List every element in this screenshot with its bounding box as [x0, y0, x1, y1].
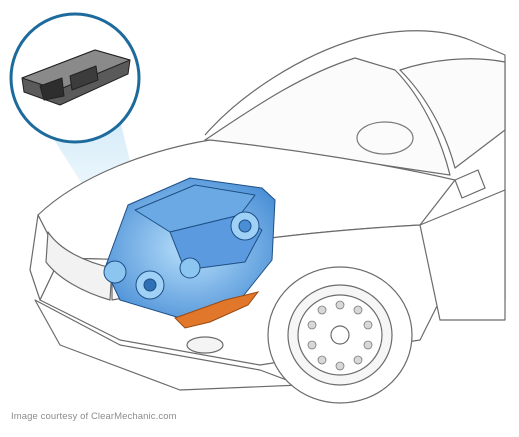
callout-circle — [9, 12, 141, 144]
front-wheel — [267, 266, 413, 404]
image-credit: Image courtesy of ClearMechanic.com — [11, 411, 177, 422]
oil-pan-detail-icon — [21, 49, 131, 106]
steering-wheel — [356, 121, 414, 155]
oil-pan-icon — [174, 291, 260, 329]
engine-icon — [103, 177, 276, 319]
side-mirror — [454, 169, 486, 199]
